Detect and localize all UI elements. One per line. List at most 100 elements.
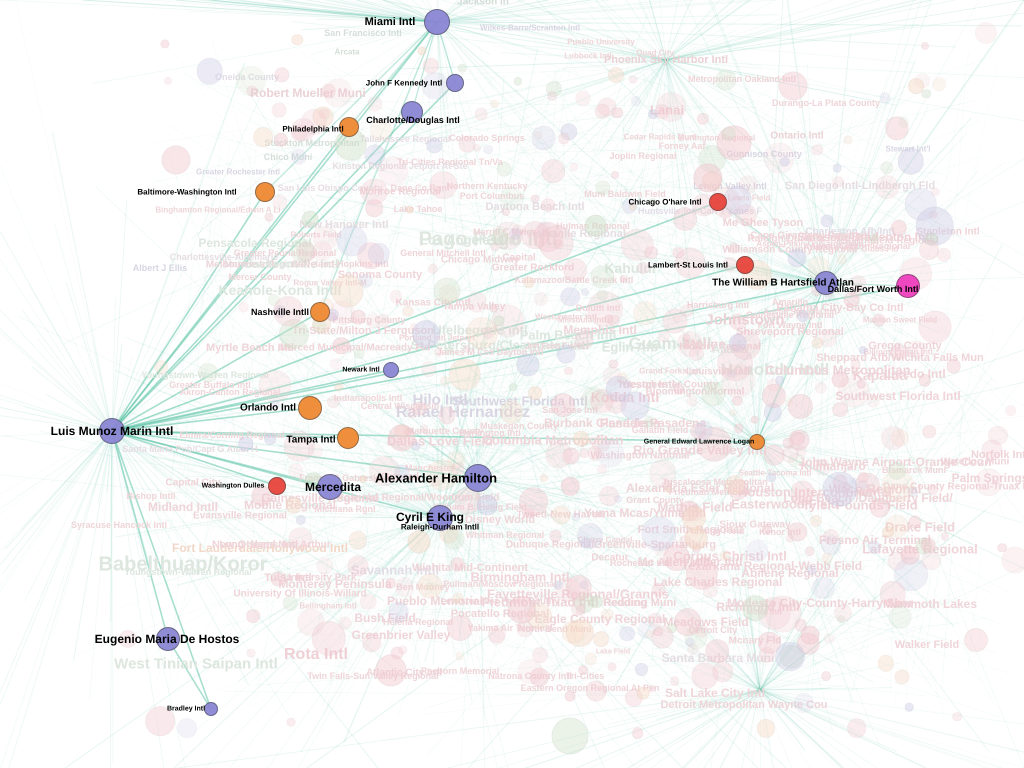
graph-edge: [487, 93, 918, 369]
graph-edge: [0, 382, 113, 432]
graph-edge: [645, 91, 759, 188]
graph-edge: [205, 175, 687, 317]
graph-edge: [289, 352, 708, 516]
graph-edge: [228, 324, 582, 519]
graph-edge: [150, 425, 169, 589]
graph-edge: [293, 384, 477, 632]
graph-edge: [543, 554, 949, 584]
graph-edge: [561, 270, 767, 528]
graph-edge: [916, 351, 946, 426]
graph-edge: [304, 44, 584, 446]
graph-edge: [430, 294, 682, 610]
graph-edge: [436, 0, 594, 23]
graph-edge: [436, 0, 526, 23]
graph-edge: [653, 391, 777, 457]
graph-edge: [221, 565, 489, 627]
hub-node-label: Mercedita: [304, 480, 362, 494]
graph-edge: [366, 381, 848, 455]
hub-node-label: Eugenio Maria De Hostos: [94, 632, 240, 646]
graph-edge: [413, 256, 903, 333]
graph-edge: [676, 348, 979, 493]
graph-edge: [476, 277, 769, 362]
graph-edge: [448, 387, 479, 479]
graph-edge: [276, 130, 289, 600]
graph-edge: [436, 21, 606, 86]
graph-edge: [469, 274, 541, 537]
graph-edge: [111, 199, 128, 432]
graph-edge: [257, 574, 317, 659]
graph-edge: [111, 430, 222, 507]
graph-edge: [314, 21, 438, 94]
graph-edge: [599, 190, 748, 540]
graph-edge: [436, 21, 544, 513]
graph-edge: [524, 59, 813, 403]
graph-edge: [849, 200, 977, 251]
graph-edge: [468, 376, 612, 397]
graph-edge: [276, 460, 341, 466]
graph-edge: [166, 151, 292, 483]
graph-edge: [722, 423, 824, 695]
graph-edge: [211, 0, 438, 23]
graph-edge: [587, 111, 862, 491]
graph-edge: [421, 436, 853, 507]
graph-edge: [301, 21, 438, 31]
graph-edge: [617, 482, 644, 492]
graph-edge: [553, 535, 997, 654]
graph-edge: [363, 475, 670, 562]
graph-edge: [554, 380, 577, 648]
graph-edge: [340, 401, 568, 496]
graph-edge: [110, 430, 113, 622]
graph-edge: [840, 290, 983, 322]
graph-edge: [463, 477, 479, 587]
graph-edge: [321, 152, 537, 368]
graph-edge: [351, 59, 456, 278]
graph-edge: [822, 185, 973, 572]
graph-edge: [643, 662, 671, 687]
hub-node-label: General Edward Lawrence Logan: [643, 438, 755, 446]
graph-edge: [37, 338, 113, 432]
graph-edge: [0, 328, 113, 432]
graph-edge: [637, 421, 905, 621]
graph-edge: [831, 214, 927, 441]
hub-node-label: Washington Dulles: [201, 482, 265, 490]
graph-edge: [538, 523, 749, 639]
graph-edge: [350, 466, 704, 630]
graph-edge: [816, 181, 842, 601]
graph-edge: [439, 324, 780, 669]
graph-edge: [842, 384, 979, 574]
graph-edge: [343, 412, 482, 500]
graph-edge: [111, 430, 290, 717]
graph-edge: [0, 430, 113, 587]
hub-node-label: Orlando Intl: [239, 402, 297, 414]
graph-edge: [616, 253, 676, 378]
graph-edge: [451, 108, 589, 574]
graph-edge: [22, 310, 113, 432]
hub-node-label: Dallas/Fort Worth Intl: [827, 284, 919, 294]
graph-edge: [547, 590, 656, 705]
graph-edge: [418, 199, 867, 420]
graph-edge: [530, 89, 814, 178]
graph-edge: [169, 505, 282, 689]
graph-edge: [339, 0, 438, 23]
graph-edge: [393, 353, 595, 553]
graph-edge: [233, 0, 438, 23]
graph-edge: [227, 330, 519, 703]
graph-edge: [488, 306, 703, 575]
graph-edge: [176, 0, 438, 23]
graph-edge: [208, 0, 438, 23]
graph-edge: [521, 139, 919, 463]
hub-node-label: Alexander Hamilton: [374, 470, 498, 486]
graph-edge: [316, 93, 555, 147]
graph-edge: [332, 385, 622, 617]
hub-node-label: Cyril E King: [395, 510, 465, 524]
graph-edge: [617, 72, 668, 323]
graph-edge: [187, 451, 314, 490]
graph-edge: [517, 204, 952, 252]
graph-edge: [23, 405, 113, 432]
graph-edge: [436, 0, 592, 23]
graph-edge: [487, 170, 657, 475]
graph-edge: [51, 131, 113, 432]
graph-edge: [111, 430, 249, 685]
